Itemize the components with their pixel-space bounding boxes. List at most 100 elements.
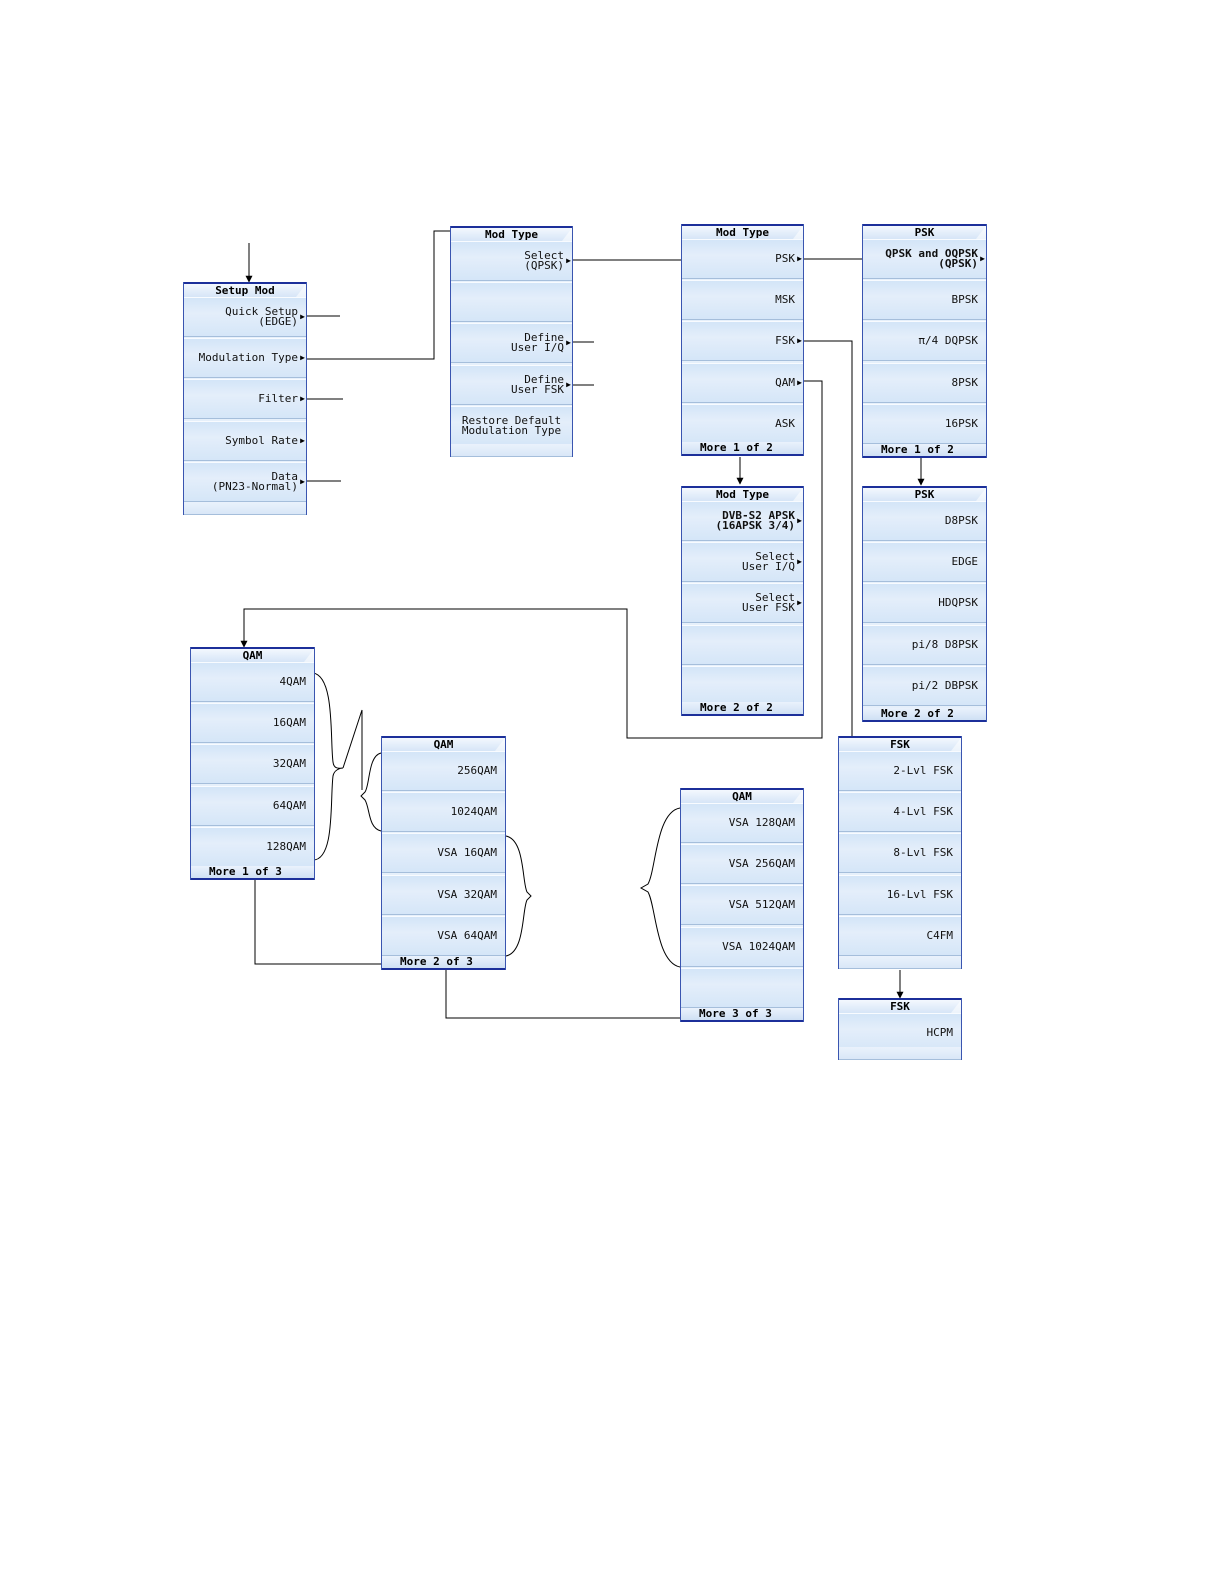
softkey-mod-type-top-2[interactable] bbox=[451, 282, 572, 323]
softkey-mod-type-1-3[interactable]: FSK▶ bbox=[682, 321, 803, 362]
menu-footer[interactable]: More 2 of 2 bbox=[682, 702, 803, 716]
softkey-psk-2-3[interactable]: HDQPSK bbox=[863, 583, 986, 624]
softkey-psk-1-5[interactable]: 16PSK bbox=[863, 403, 986, 444]
softkey-psk-2-2[interactable]: EDGE bbox=[863, 542, 986, 583]
softkey-label-line: 8PSK bbox=[951, 375, 979, 389]
softkey-psk-1-4[interactable]: 8PSK bbox=[863, 362, 986, 403]
softkey-qam-1-2[interactable]: 16QAM bbox=[191, 703, 314, 744]
menu-footer[interactable]: More 2 of 2 bbox=[863, 708, 986, 722]
softkey-label-line: MSK bbox=[775, 293, 795, 307]
submenu-arrow-icon: ▶ bbox=[797, 557, 802, 567]
softkey-label: VSA 1024QAM bbox=[722, 941, 795, 952]
menu-footer[interactable]: More 1 of 2 bbox=[682, 442, 803, 456]
softkey-fsk-2-1[interactable]: HCPM bbox=[839, 1013, 961, 1053]
menu-title: FSK bbox=[839, 736, 961, 751]
softkey-label-line: HDQPSK bbox=[938, 596, 978, 610]
softkey-mod-type-1-4[interactable]: QAM▶ bbox=[682, 362, 803, 403]
menu-footer bbox=[184, 502, 306, 515]
softkey-label: Filter bbox=[258, 393, 298, 404]
softkey-psk-1-2[interactable]: BPSK bbox=[863, 280, 986, 321]
softkey-psk-1-3[interactable]: π/4 DQPSK bbox=[863, 321, 986, 362]
menu-title: Mod Type bbox=[451, 226, 572, 241]
softkey-label: BPSK bbox=[951, 293, 979, 307]
softkey-fsk-1-5[interactable]: C4FM bbox=[839, 915, 961, 956]
softkey-label-line: 8-Lvl FSK bbox=[893, 846, 953, 860]
softkey-qam-2-2[interactable]: 1024QAM bbox=[382, 792, 505, 833]
softkey-qam-3-2[interactable]: VSA 256QAM bbox=[681, 844, 803, 885]
softkey-setup-mod-3[interactable]: Filter▶ bbox=[184, 379, 306, 420]
softkey-label: QAM bbox=[775, 377, 795, 388]
softkey-label-line: (16APSK 3/4) bbox=[715, 519, 795, 532]
softkey-mod-type-1-5[interactable]: ASK bbox=[682, 403, 803, 444]
softkey-psk-2-4[interactable]: pi/8 D8PSK bbox=[863, 624, 986, 665]
softkey-label-line: D8PSK bbox=[944, 514, 978, 527]
softkey-label: ASK bbox=[775, 418, 795, 429]
menu-title: QAM bbox=[681, 788, 803, 803]
menu-footer[interactable]: More 3 of 3 bbox=[681, 1008, 803, 1022]
softkey-qam-3-3[interactable]: VSA 512QAM bbox=[681, 885, 803, 926]
softkey-psk-1-1[interactable]: QPSK and OQPSK(QPSK)▶ bbox=[863, 239, 986, 279]
softkey-psk-2-1[interactable]: D8PSK bbox=[863, 501, 986, 541]
softkey-setup-mod-5[interactable]: Data(PN23-Normal)▶ bbox=[184, 461, 306, 502]
softkey-qam-3-4[interactable]: VSA 1024QAM bbox=[681, 926, 803, 967]
softkey-qam-3-1[interactable]: VSA 128QAM bbox=[681, 803, 803, 843]
softkey-qam-1-1[interactable]: 4QAM bbox=[191, 662, 314, 702]
softkey-qam-1-4[interactable]: 64QAM bbox=[191, 785, 314, 826]
menu-footer[interactable]: More 2 of 3 bbox=[382, 956, 505, 970]
softkey-qam-2-1[interactable]: 256QAM bbox=[382, 751, 505, 791]
softkey-qam-1-5[interactable]: 128QAM bbox=[191, 826, 314, 867]
softkey-fsk-1-2[interactable]: 4-Lvl FSK bbox=[839, 792, 961, 833]
softkey-label-line: BPSK bbox=[951, 293, 979, 307]
softkey-qam-3-5[interactable] bbox=[681, 967, 803, 1008]
softkey-label-line: VSA 512QAM bbox=[728, 898, 795, 912]
softkey-qam-2-5[interactable]: VSA 64QAM bbox=[382, 915, 505, 956]
menu-footer[interactable]: More 1 of 3 bbox=[191, 866, 314, 880]
submenu-arrow-icon: ▶ bbox=[797, 377, 802, 387]
menu-title: PSK bbox=[863, 486, 986, 501]
softkey-mod-type-top-1[interactable]: Select(QPSK)▶ bbox=[451, 241, 572, 281]
softkey-fsk-1-1[interactable]: 2-Lvl FSK bbox=[839, 751, 961, 791]
softkey-label: pi/8 D8PSK bbox=[912, 639, 978, 650]
softkey-label-line: User I/Q bbox=[511, 341, 564, 355]
softkey-setup-mod-1[interactable]: Quick Setup(EDGE)▶ bbox=[184, 297, 306, 337]
softkey-setup-mod-4[interactable]: Symbol Rate▶ bbox=[184, 420, 306, 461]
submenu-arrow-icon: ▶ bbox=[300, 394, 305, 404]
menu-psk-2: PSK D8PSK EDGE HDQPSK pi/8 D8PSK pi/2 DBPSK Mo… bbox=[862, 486, 987, 722]
softkey-label-line: (PN23-Normal) bbox=[211, 479, 298, 493]
softkey-qam-2-3[interactable]: VSA 16QAM bbox=[382, 833, 505, 874]
softkey-label-line: Quick Setup bbox=[225, 305, 298, 318]
softkey-qam-1-3[interactable]: 32QAM bbox=[191, 744, 314, 785]
softkey-setup-mod-2[interactable]: Modulation Type▶ bbox=[184, 338, 306, 379]
submenu-arrow-icon: ▶ bbox=[566, 256, 571, 265]
softkey-psk-2-5[interactable]: pi/2 DBPSK bbox=[863, 665, 986, 706]
menu-footer[interactable]: More 1 of 2 bbox=[863, 444, 986, 458]
softkey-mod-type-2-1[interactable]: DVB-S2 APSK(16APSK 3/4)▶ bbox=[682, 501, 803, 541]
softkey-label-line: VSA 128QAM bbox=[728, 816, 795, 829]
softkey-fsk-1-4[interactable]: 16-Lvl FSK bbox=[839, 874, 961, 915]
softkey-label: EDGE bbox=[952, 556, 979, 567]
softkey-label: 64QAM bbox=[273, 800, 306, 811]
softkey-qam-2-4[interactable]: VSA 32QAM bbox=[382, 874, 505, 915]
submenu-arrow-icon: ▶ bbox=[300, 353, 305, 363]
qam-brace-middle bbox=[360, 752, 382, 832]
softkey-label-line: 128QAM bbox=[266, 839, 306, 853]
softkey-mod-type-2-5[interactable] bbox=[682, 665, 803, 706]
softkey-mod-type-1-2[interactable]: MSK bbox=[682, 280, 803, 321]
softkey-mod-type-1-1[interactable]: PSK▶ bbox=[682, 239, 803, 279]
submenu-arrow-icon: ▶ bbox=[797, 254, 802, 263]
qam-more-1-link bbox=[254, 880, 382, 965]
softkey-label-line: Symbol Rate bbox=[225, 433, 298, 447]
softkey-fsk-1-3[interactable]: 8-Lvl FSK bbox=[839, 833, 961, 874]
softkey-label-line: Select bbox=[755, 591, 795, 605]
softkey-mod-type-2-4[interactable] bbox=[682, 624, 803, 665]
